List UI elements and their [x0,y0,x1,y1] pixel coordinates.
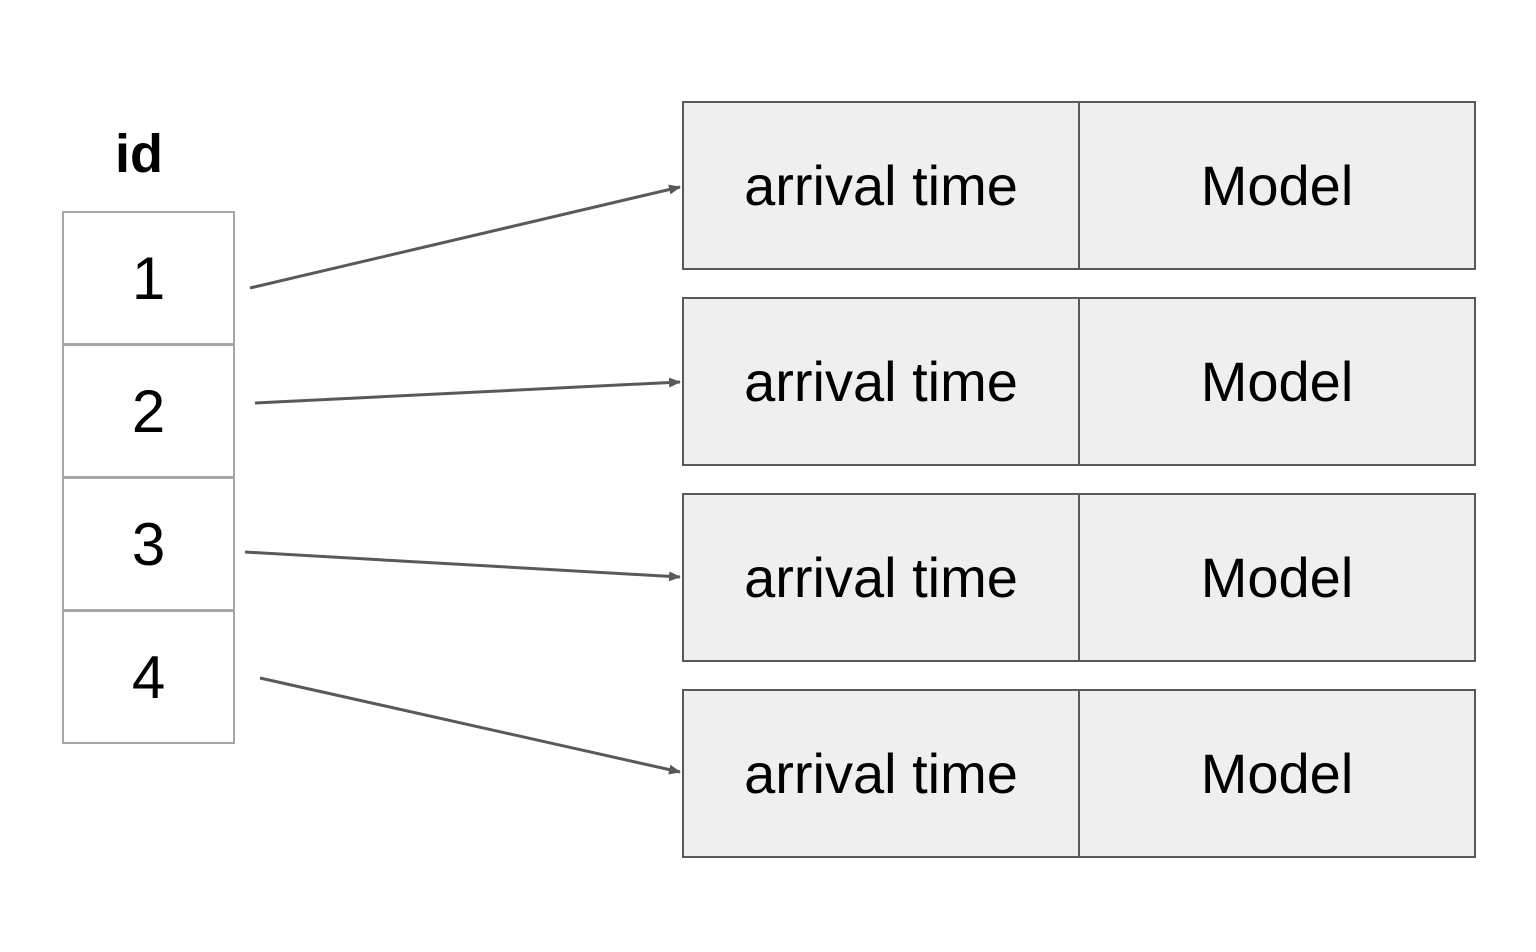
record-4: arrival time Model [682,689,1476,858]
record-2: arrival time Model [682,297,1476,466]
record-2-arrival-time: arrival time [682,297,1080,466]
record-4-arrival-time: arrival time [682,689,1080,858]
id-cell-4: 4 [62,610,235,744]
id-cell-2: 2 [62,344,235,478]
id-cell-3: 3 [62,477,235,611]
record-1-arrival-time: arrival time [682,101,1080,270]
record-4-model: Model [1078,689,1476,858]
arrow-2 [254,377,681,405]
record-3-model: Model [1078,493,1476,662]
record-1: arrival time Model [682,101,1476,270]
record-1-model: Model [1078,101,1476,270]
record-2-model: Model [1078,297,1476,466]
arrow-4 [259,676,681,775]
record-3: arrival time Model [682,493,1476,662]
record-3-arrival-time: arrival time [682,493,1080,662]
arrow-1 [249,184,681,290]
id-cell-1: 1 [62,211,235,345]
id-column: 1 2 3 4 [62,211,235,745]
id-header: id [115,124,163,184]
arrow-3 [244,550,681,582]
